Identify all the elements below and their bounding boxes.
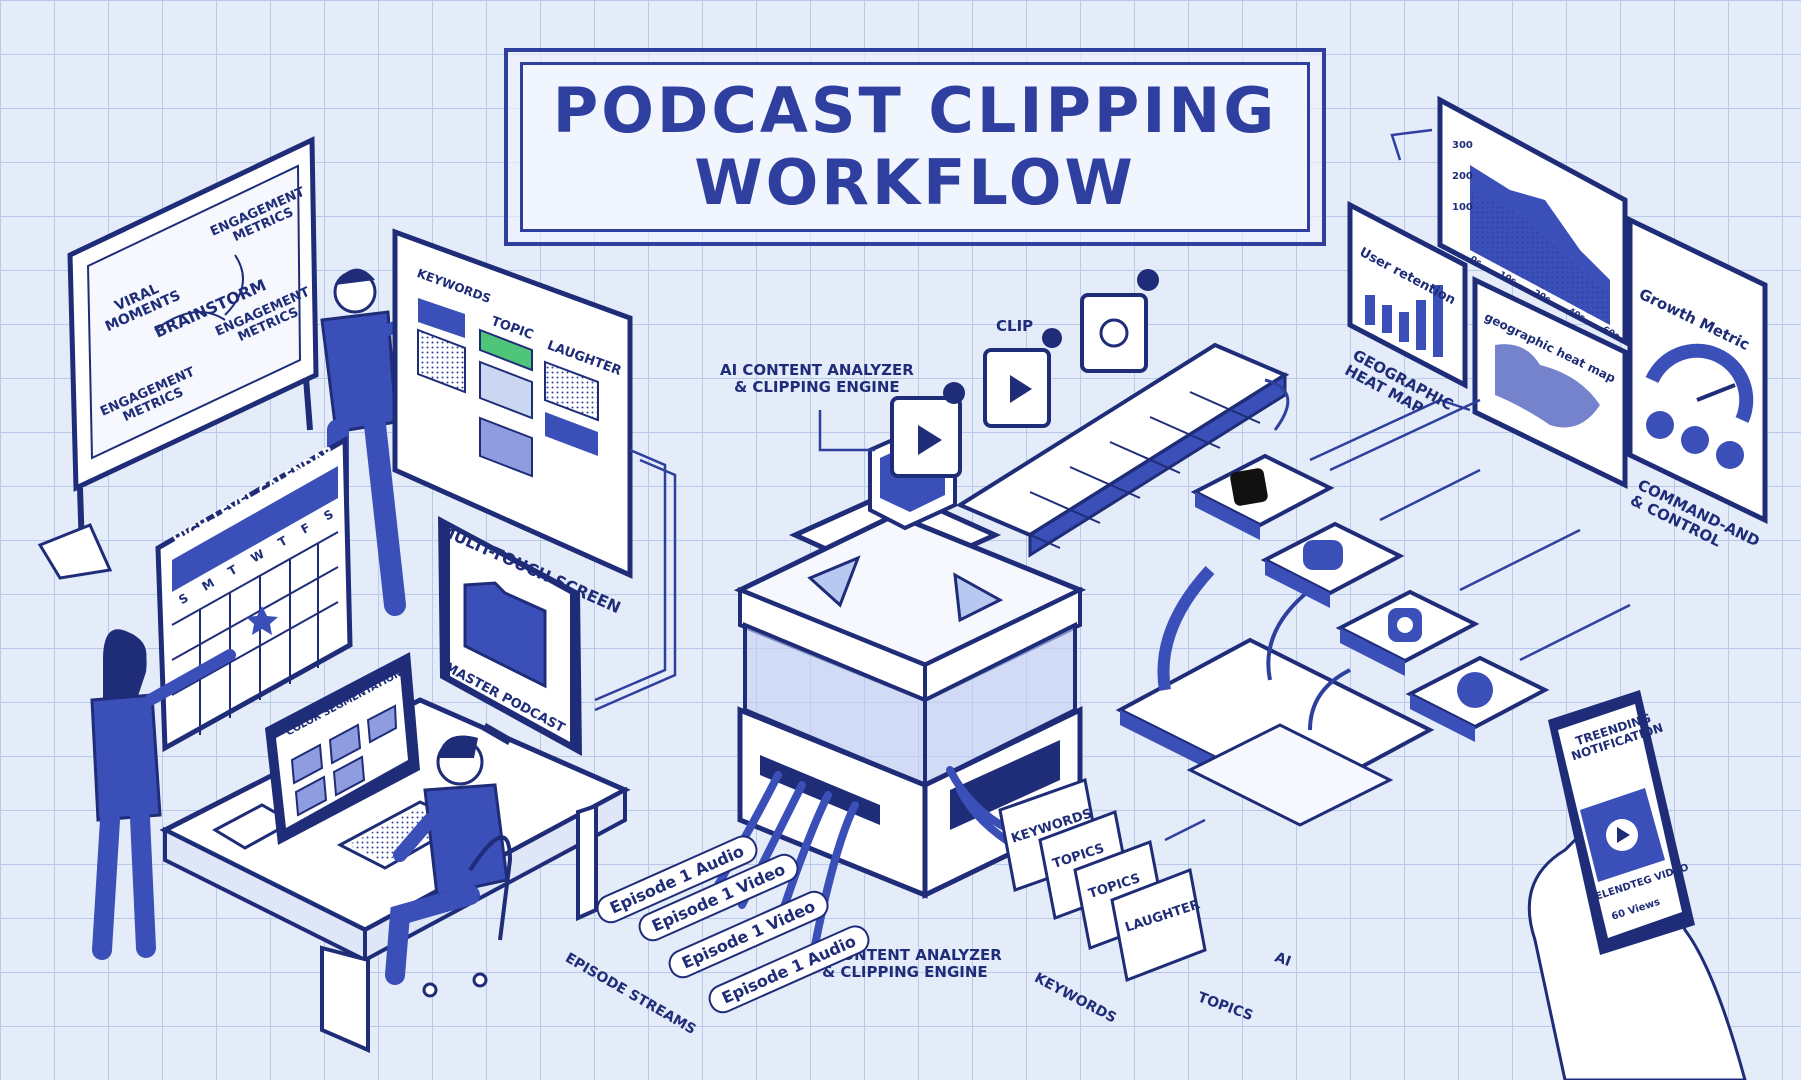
topic-board: [392, 228, 633, 579]
analytics-chart-panel: [1437, 95, 1628, 347]
y-tick: 300: [1452, 140, 1473, 151]
chart-y-ticks: 300 200 100: [1452, 140, 1473, 213]
output-cards: [998, 778, 1207, 983]
tiktok-tile: [1190, 453, 1335, 540]
user-retention-panel: [1347, 200, 1468, 390]
monitor: [265, 652, 469, 870]
touch-screen: [438, 516, 582, 756]
youtube-tile: [1260, 521, 1405, 608]
geographic-heat-map-panel: [1472, 276, 1628, 489]
title-line-2: WORKFLOW: [694, 146, 1136, 219]
social-platform: [1115, 565, 1435, 827]
whiteboard: [37, 136, 319, 580]
growth-metric-panel: [1627, 216, 1768, 524]
y-tick: 100: [1452, 202, 1473, 213]
clip-label: CLIP: [996, 317, 1034, 335]
flow-arrows: [594, 128, 1631, 842]
engine-label-top: AI CONTENT ANALYZER & CLIPPING ENGINE: [720, 361, 914, 396]
clip-screens: [890, 269, 1159, 478]
title-line-1: PODCAST CLIPPING: [552, 74, 1278, 147]
facebook-tile: [1405, 655, 1550, 742]
phone-in-hand: [1527, 690, 1747, 1080]
instagram-tile: [1335, 589, 1480, 676]
y-tick: 200: [1452, 171, 1473, 182]
presenter-woman: [90, 629, 236, 960]
seated-man: [385, 735, 513, 998]
title-panel: PODCAST CLIPPING WORKFLOW: [520, 62, 1310, 232]
conveyor-belt: [955, 342, 1290, 558]
